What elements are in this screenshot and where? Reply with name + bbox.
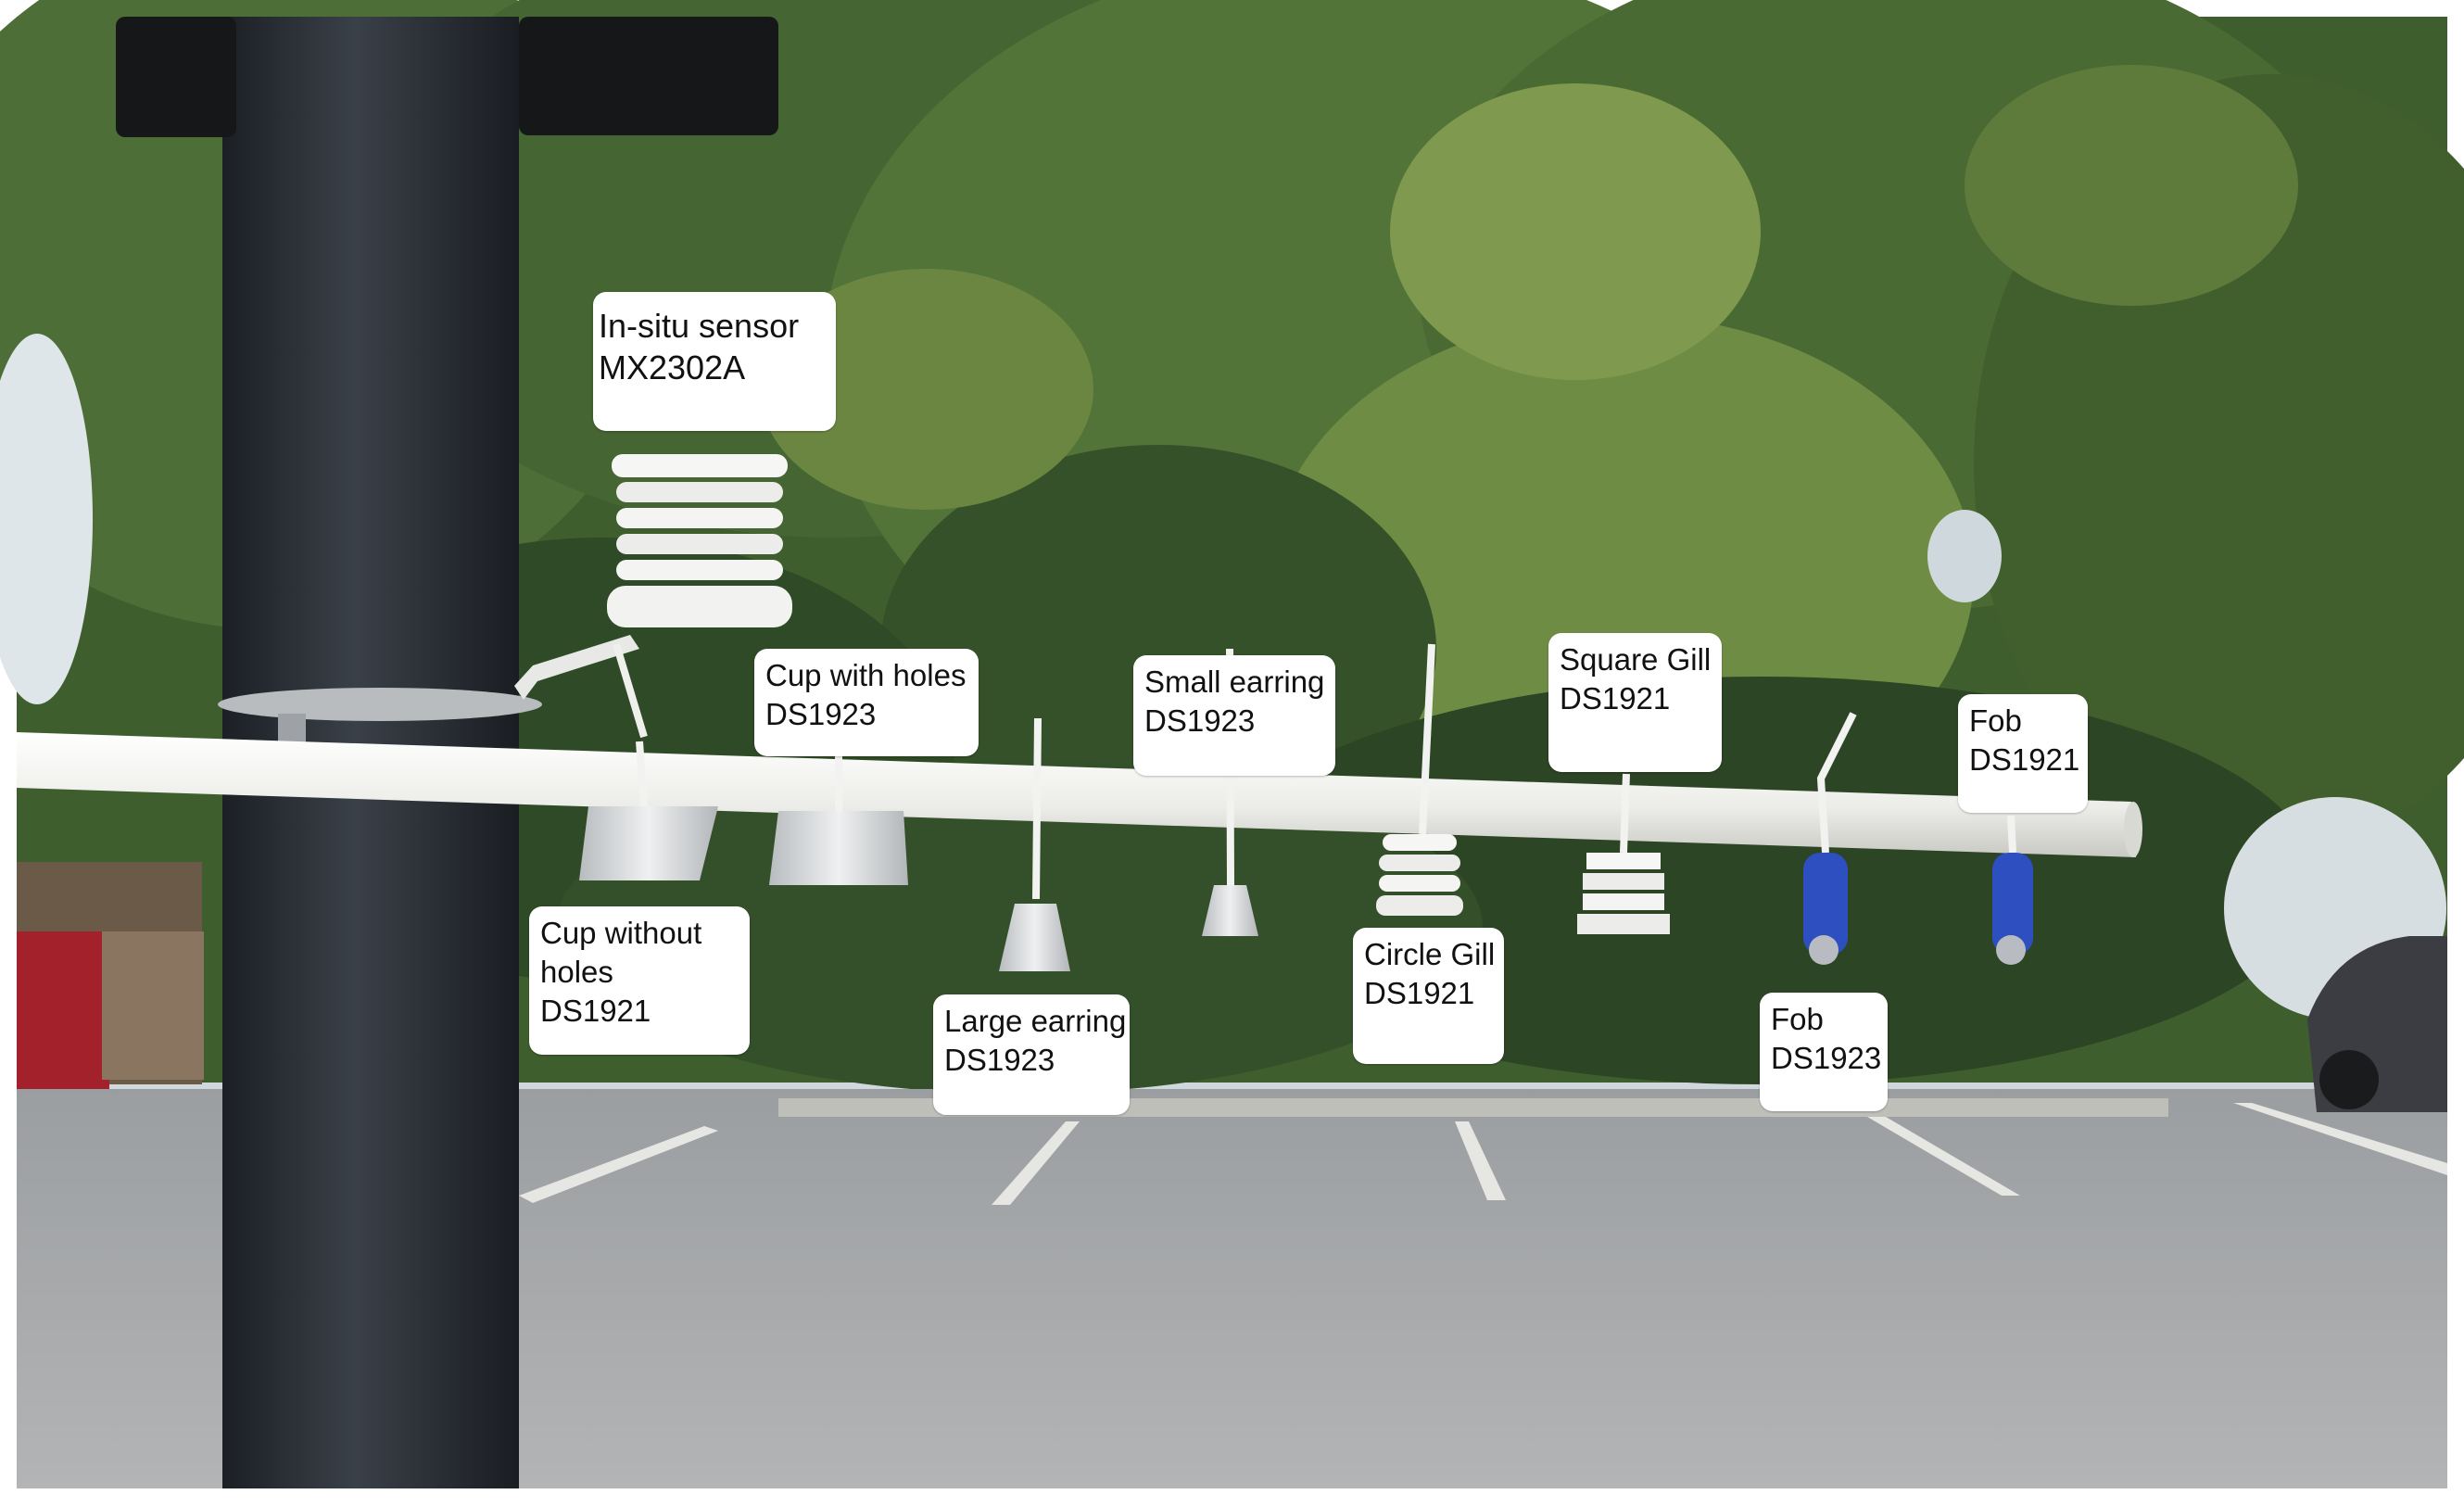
square-gill-logger xyxy=(1577,773,1670,934)
label-small-earring-line2: DS1923 xyxy=(1144,703,1256,738)
label-fob-ds1921-line1: Fob xyxy=(1969,703,2022,738)
label-cup-without-holes: Cup without holes DS1921 xyxy=(529,906,750,1055)
label-small-earring: Small earring DS1923 xyxy=(1133,655,1335,776)
label-cup-no-holes-line1: Cup without xyxy=(540,916,702,950)
label-fob-ds1923-line1: Fob xyxy=(1771,1002,1824,1036)
label-circle-gill-line2: DS1921 xyxy=(1364,976,1475,1010)
label-square-gill: Square Gill DS1921 xyxy=(1548,633,1722,772)
fob-ds1923-logger xyxy=(1803,712,1857,965)
label-cup-no-holes-line2: holes xyxy=(540,955,613,989)
cup-with-holes-logger xyxy=(769,755,908,885)
label-large-earring-line1: Large earring xyxy=(944,1004,1127,1038)
label-fob-ds1923-line2: DS1923 xyxy=(1771,1041,1882,1075)
large-earring-logger xyxy=(999,717,1070,971)
label-large-earring: Large earring DS1923 xyxy=(933,994,1130,1115)
label-circle-gill: Circle Gill DS1921 xyxy=(1353,928,1504,1064)
label-insitu-line1: In-situ sensor xyxy=(599,307,800,345)
white-pipe xyxy=(17,732,2141,857)
fob-ds1921-logger xyxy=(1992,815,2033,965)
pole-clamp xyxy=(218,688,542,721)
circle-gill-logger xyxy=(1376,643,1463,916)
label-fob-ds1923: Fob DS1923 xyxy=(1760,993,1888,1111)
label-large-earring-line2: DS1923 xyxy=(944,1043,1055,1077)
label-cup-with-holes: Cup with holes DS1923 xyxy=(754,649,979,756)
sign-right xyxy=(519,17,778,135)
label-square-gill-line2: DS1921 xyxy=(1560,681,1671,716)
label-circle-gill-line1: Circle Gill xyxy=(1364,937,1496,971)
label-small-earring-line1: Small earring xyxy=(1144,665,1325,699)
label-fob-ds1921-line2: DS1921 xyxy=(1969,742,2080,777)
insitu-sensor xyxy=(514,454,792,739)
sign-left xyxy=(116,17,236,137)
parked-car xyxy=(2307,936,2447,1112)
label-square-gill-line1: Square Gill xyxy=(1560,642,1712,677)
label-fob-ds1921: Fob DS1921 xyxy=(1958,694,2088,813)
dumpster xyxy=(17,931,109,1108)
label-insitu-line2: MX2302A xyxy=(599,348,746,386)
label-insitu-sensor: In-situ sensor MX2302A xyxy=(593,292,836,431)
cup-without-holes-logger xyxy=(579,741,718,880)
pallets xyxy=(102,931,204,1080)
label-cup-holes-line2: DS1923 xyxy=(765,697,877,731)
label-cup-holes-line1: Cup with holes xyxy=(765,658,967,692)
label-cup-no-holes-line3: DS1921 xyxy=(540,994,651,1028)
